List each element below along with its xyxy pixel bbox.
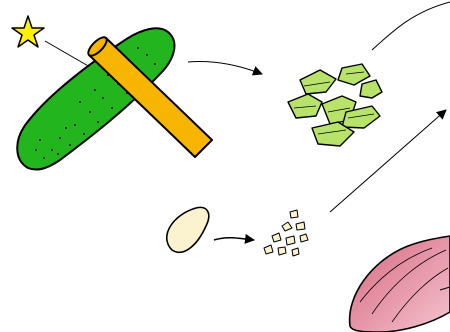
- shallot-icon: [350, 236, 450, 332]
- star-connector-line: [45, 41, 90, 67]
- garlic-clove-icon: [167, 207, 209, 252]
- arrow-garlic-to-minced: [214, 238, 254, 240]
- connector-top-curve: [372, 2, 450, 50]
- minced-garlic-icon: [264, 210, 308, 256]
- arrow-cucumber-to-pieces: [188, 62, 262, 75]
- smashed-cucumber-pieces-icon: [288, 64, 382, 146]
- star-icon: [12, 16, 44, 47]
